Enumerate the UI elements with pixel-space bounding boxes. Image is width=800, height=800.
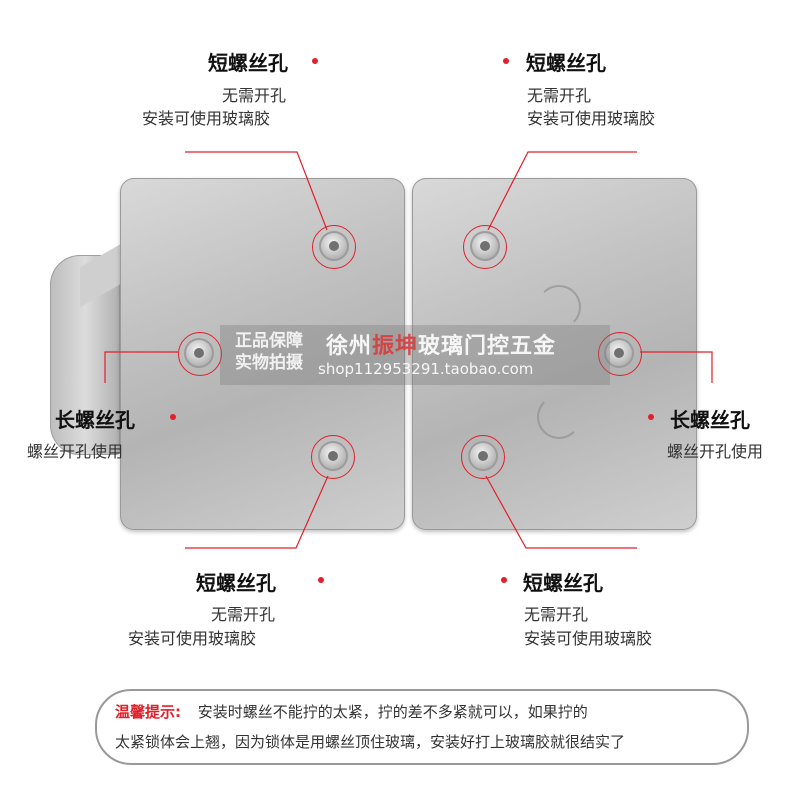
watermark-shop-name-b: 振坤	[372, 334, 419, 359]
callout-top-right-line1: 无需开孔	[527, 86, 592, 105]
callout-bottom-right-title: 短螺丝孔	[523, 571, 603, 595]
notice-box: 温馨提示: 安装时螺丝不能拧的太紧，拧的差不多紧就可以，如果拧的 太紧锁体会上翘…	[95, 689, 749, 765]
watermark-badge-line2: 实物拍摄	[235, 353, 303, 373]
product-photo	[50, 175, 710, 545]
callout-top-left-title: 短螺丝孔	[208, 51, 288, 75]
notice-label: 温馨提示:	[115, 703, 181, 721]
highlight-ring	[463, 225, 507, 269]
notice-line2: 太紧锁体会上翘，因为锁体是用螺丝顶住玻璃，安装好打上玻璃胶就很结实了	[115, 733, 626, 751]
watermark-badge: 正品保障 实物拍摄	[224, 330, 314, 374]
callout-bottom-left-line2: 安装可使用玻璃胶	[128, 629, 257, 648]
callout-mid-left-line1: 螺丝开孔使用	[27, 442, 124, 461]
callout-bottom-left-title: 短螺丝孔	[196, 571, 276, 595]
watermark-shop-name-a: 徐州	[326, 334, 373, 359]
bullet-dot	[170, 414, 176, 420]
bullet-dot	[503, 58, 509, 64]
callout-bottom-right-line2: 安装可使用玻璃胶	[524, 629, 653, 648]
notice-line1: 安装时螺丝不能拧的太紧，拧的差不多紧就可以，如果拧的	[197, 703, 588, 721]
engraved-arrow-icon	[537, 285, 581, 329]
watermark-shop-name: 徐州振坤玻璃门控五金	[326, 328, 556, 360]
callout-top-right-title: 短螺丝孔	[526, 51, 606, 75]
callout-top-right-line2: 安装可使用玻璃胶	[527, 109, 656, 128]
callout-top-left-line1: 无需开孔	[222, 86, 287, 105]
callout-bottom-right-line1: 无需开孔	[524, 605, 589, 624]
highlight-ring	[461, 435, 505, 479]
bullet-dot	[318, 577, 324, 583]
lock-plate-left	[120, 178, 405, 530]
bullet-dot	[501, 577, 507, 583]
highlight-ring	[178, 332, 222, 376]
notice-line1-row: 温馨提示: 安装时螺丝不能拧的太紧，拧的差不多紧就可以，如果拧的	[115, 701, 588, 722]
engraved-arrow-icon	[537, 395, 581, 439]
highlight-ring	[598, 332, 642, 376]
watermark-band	[220, 325, 610, 385]
watermark-badge-line1: 正品保障	[235, 331, 303, 351]
callout-mid-left-title: 长螺丝孔	[55, 408, 135, 432]
highlight-ring	[311, 435, 355, 479]
callout-top-left-line2: 安装可使用玻璃胶	[142, 109, 271, 128]
highlight-ring	[312, 225, 356, 269]
watermark-shop-url: shop112953291.taobao.com	[318, 360, 534, 378]
lock-plate-right	[412, 178, 697, 530]
callout-bottom-left-line1: 无需开孔	[211, 605, 276, 624]
bullet-dot	[648, 414, 654, 420]
callout-mid-right-title: 长螺丝孔	[670, 408, 750, 432]
watermark-shop-name-c: 玻璃门控五金	[418, 334, 557, 359]
bullet-dot	[312, 58, 318, 64]
callout-mid-right-line1: 螺丝开孔使用	[667, 442, 764, 461]
